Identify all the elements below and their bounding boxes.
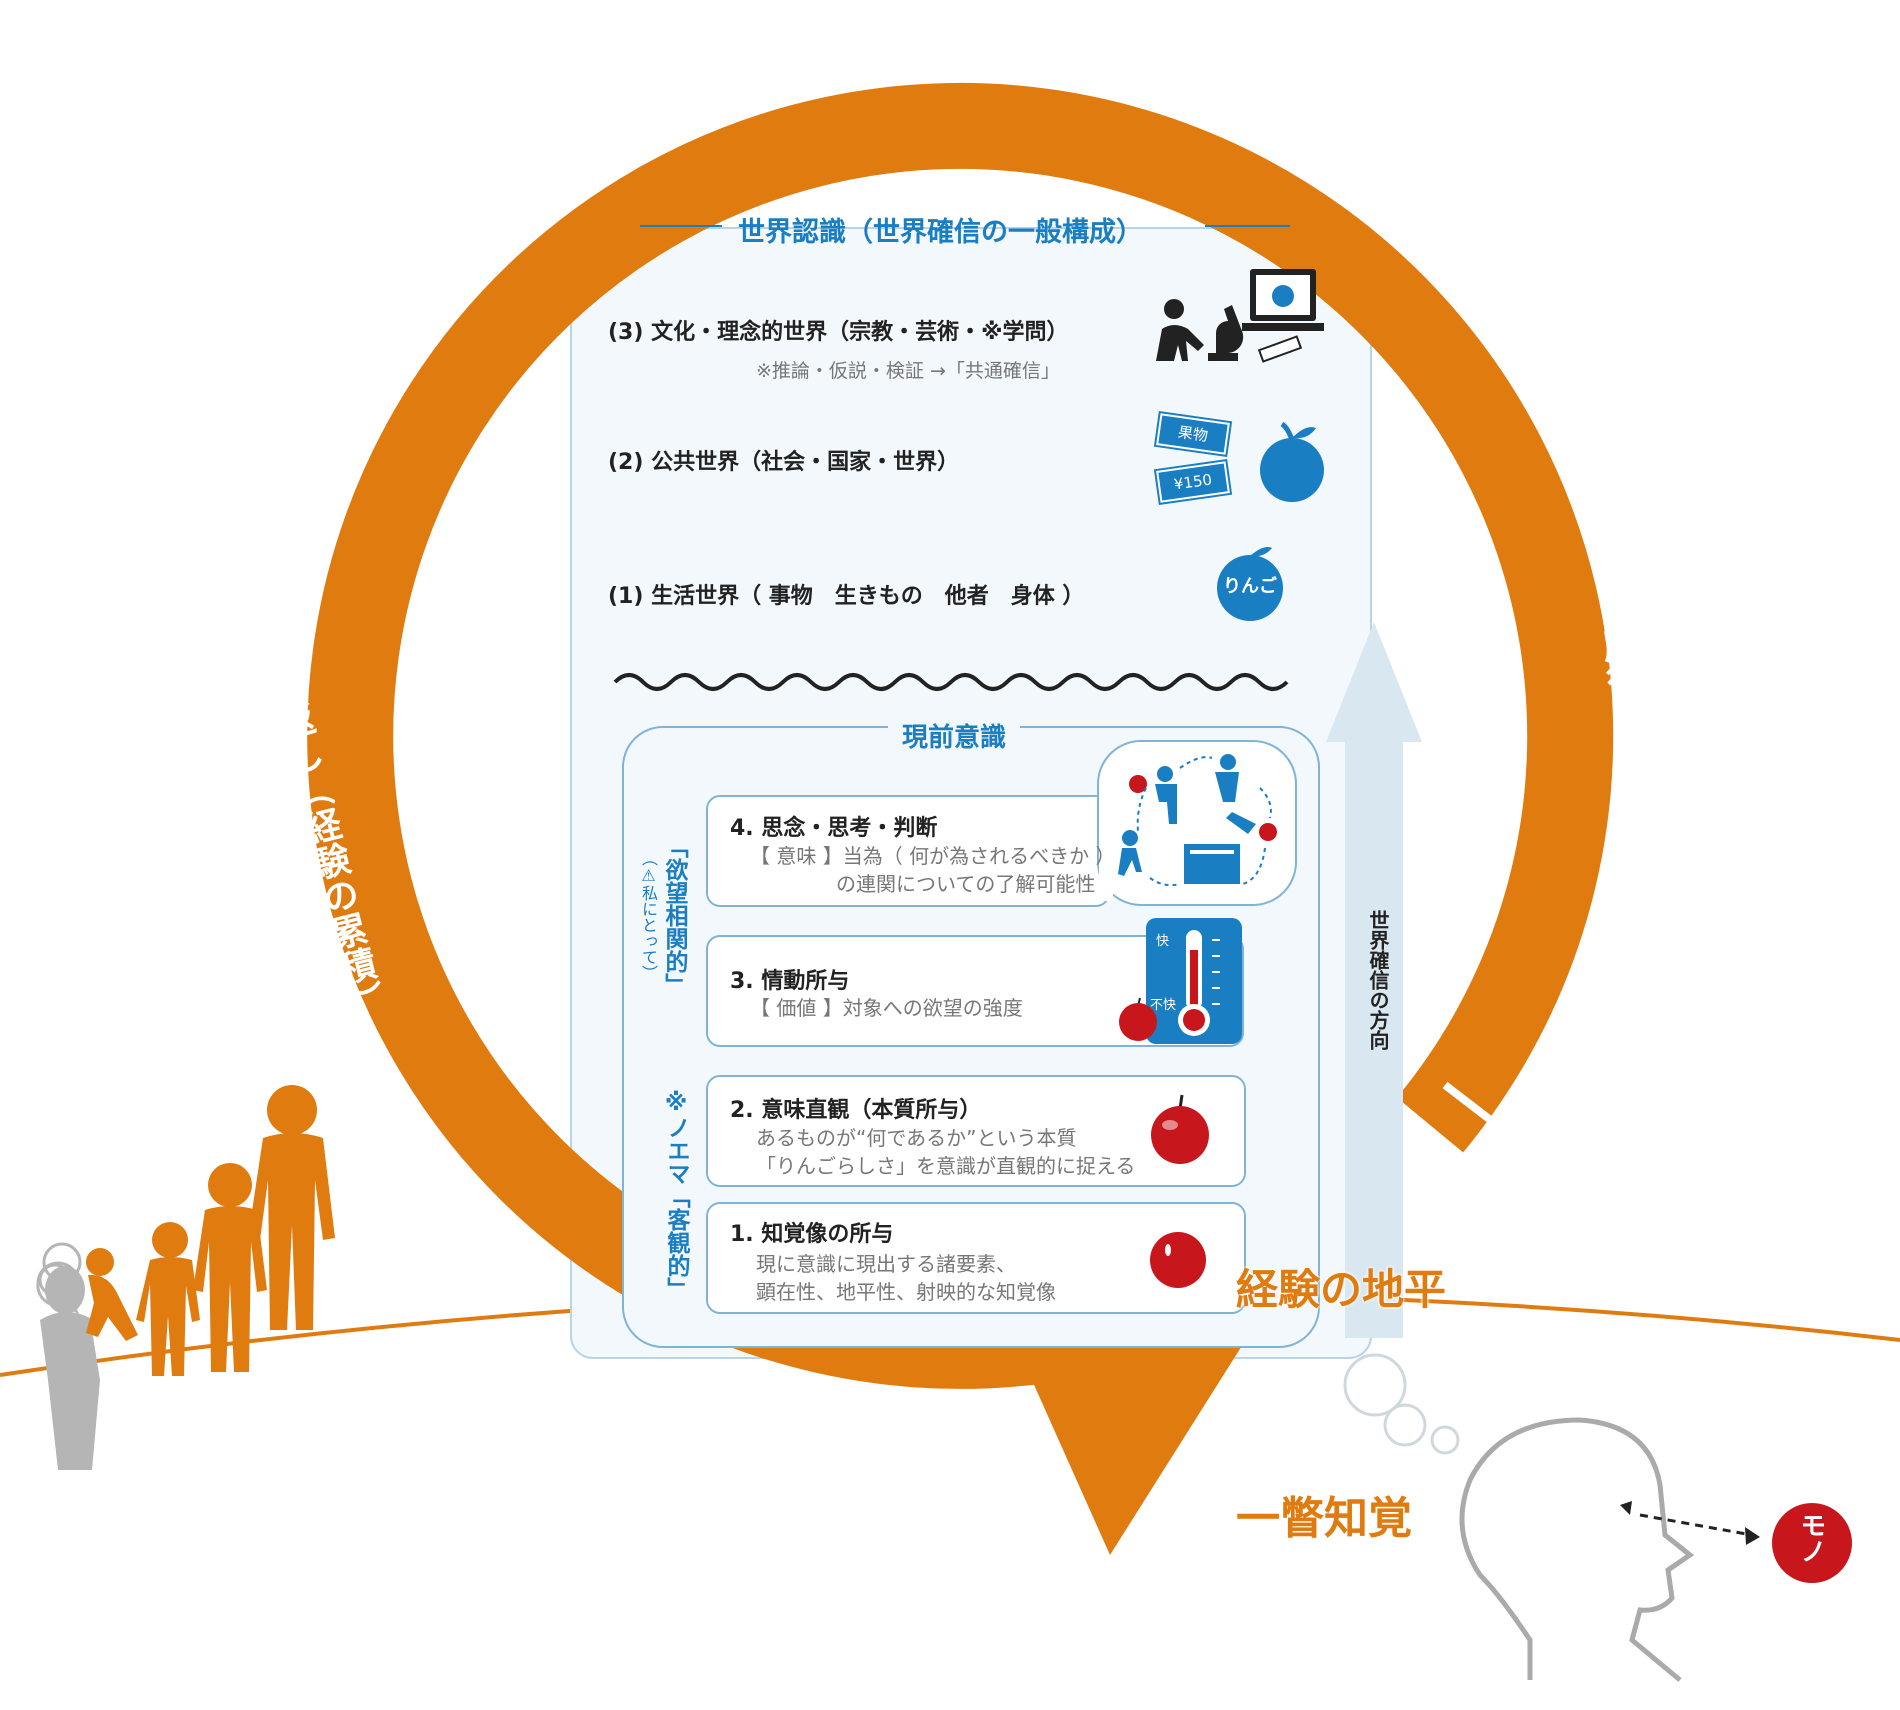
apple-red-glossy (1151, 1094, 1209, 1164)
card-perception-line-2: 顕在性、地平性、射映的な知覚像 (756, 1280, 1056, 1304)
growth-silhouettes (86, 1085, 335, 1376)
level-1-label: (1) 生活世界（ 事物 生きもの 他者 身体 ） (608, 584, 1085, 609)
action-cycle-icon (1118, 754, 1277, 887)
cycle-arc (307, 82, 1614, 1389)
side-desire-label: 「欲望相関的」 (661, 835, 687, 996)
card-thinking-title: 4. 思念・思考・判断 (730, 816, 938, 841)
science-icon (1156, 269, 1324, 363)
card-essence-line-1: あるものが“何であるか”という本質 (756, 1126, 1077, 1150)
card-emotion-line-1: 【 価値 】対象への欲望の強度 (750, 996, 1023, 1020)
card-perception-line-1: 現に意識に現出する諸要素、 (756, 1252, 1016, 1276)
apple-icon-blue (1260, 421, 1324, 502)
world-recognition-title: 世界認識（世界確信の一般構成） (738, 217, 1143, 248)
level-3-note: ※推論・仮説・検証 →「共通確信」 (756, 360, 1060, 382)
direction-arrow-head (1326, 622, 1422, 742)
apple-red-small (1119, 997, 1157, 1041)
side-noema-label: ※ノエマ「客観的」 (663, 1090, 689, 1300)
thermo-pleasant: 快 (1156, 934, 1170, 949)
card-thinking-line-1: 【 意味 】当為（ 何が為されるべきか ） (750, 844, 1116, 868)
thermometer-panel: 快 不快 (1146, 918, 1242, 1044)
price-tags: 果物 ¥150 (1156, 413, 1236, 506)
head-outline (1459, 1417, 1695, 1682)
fruit-tag: 果物 (1156, 413, 1230, 455)
level-2-label: (2) 公共世界（社会・国家・世界） (608, 450, 960, 475)
price-tag: ¥150 (1156, 461, 1230, 503)
horizon-label: 経験の地平 (1236, 1265, 1447, 1314)
card-essence-line-2: 「りんごらしさ」を意識が直観的に捉える (756, 1154, 1136, 1178)
direction-arrow-shaft (1345, 738, 1403, 1338)
thermometer-icon (1178, 930, 1220, 1036)
card-essence-title: 2. 意味直観（本質所与） (730, 1098, 982, 1123)
card-thinking (706, 795, 1110, 907)
card-emotion-title: 3. 情動所与 (730, 969, 850, 994)
apple-ringo-shape (1217, 547, 1283, 621)
card-thinking-mask (1099, 797, 1113, 901)
world-certainty-direction-label: 世界確信の方向 (1366, 910, 1390, 1050)
level-3-label: (3) 文化・理念的世界（宗教・芸術・※学問） (608, 320, 1069, 345)
wavy-separator (613, 673, 1289, 691)
thing-circle (1772, 1503, 1852, 1583)
side-desire-note: （⚠私にとって） (639, 850, 658, 981)
mother-silhouette (36, 1242, 100, 1470)
card-perception-title: 1. 知覚像の所与 (730, 1222, 894, 1247)
red-circle-percept (1150, 1232, 1206, 1288)
present-consciousness-title: 現前意識 (888, 717, 1021, 754)
card-thinking-line-2: の連関についての了解可能性 (836, 872, 1096, 896)
thing-label: モノ (1796, 1512, 1826, 1564)
thermo-unpleasant: 不快 (1150, 998, 1177, 1013)
apple-ringo-icon: りんご (1215, 542, 1285, 622)
apple-ringo-text: りんご (1223, 576, 1277, 597)
glance-perception-label: 一瞥知覚 (1236, 1493, 1412, 1544)
